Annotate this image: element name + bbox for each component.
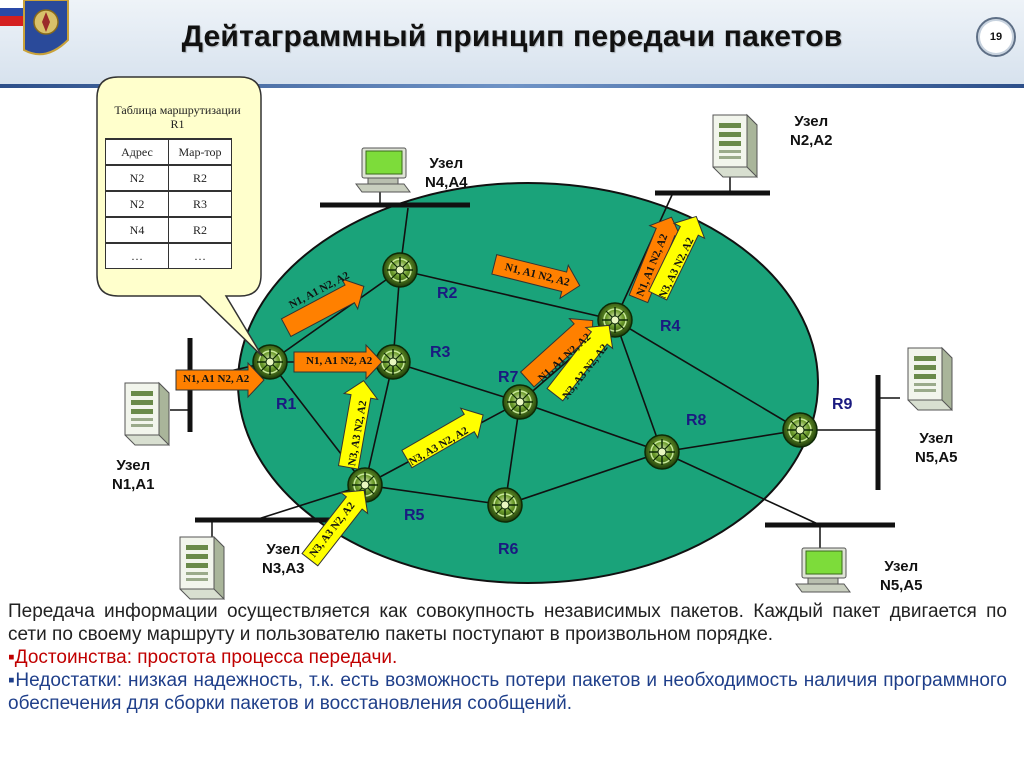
node-label-n5-bottom: Узел N5,A5: [880, 558, 923, 594]
table-header-row: Адрес Мар-тор: [105, 138, 232, 166]
node-label-n5-right: Узел N5,A5: [915, 430, 958, 466]
packet-arrow-r2-r4: [491, 254, 581, 300]
table-cell: N2: [105, 164, 169, 192]
node-label-n4: Узел N4,A4: [425, 155, 468, 191]
node-label-n2: Узел N2,A2: [790, 113, 833, 149]
router-label-r1: R1: [276, 396, 297, 413]
emblem-logo: [0, 0, 69, 56]
router-label-r5: R5: [404, 507, 425, 524]
network-cloud: [237, 182, 819, 584]
router-label-r6: R6: [498, 541, 519, 558]
table-cell: …: [105, 242, 169, 269]
packet-arrow-r1-r2: [280, 277, 365, 338]
router-label-r9: R9: [832, 396, 853, 413]
router-label-r7: R7: [498, 369, 519, 386]
router-label-r2: R2: [437, 285, 458, 302]
packet-arrow-r1-in: [175, 361, 265, 399]
server-icon-n2: [712, 114, 758, 178]
table-cell: R2: [168, 216, 232, 244]
node-label-n1: Узел N1,A1: [112, 457, 155, 493]
table-row: … …: [105, 242, 232, 269]
page-title: Дейтаграммный принцип передачи пакетов: [181, 20, 843, 53]
table-cell: N2: [105, 190, 169, 218]
packet-arrow-r7-r4-yellow: [546, 324, 614, 402]
table-cell: N4: [105, 216, 169, 244]
routing-table-title: Таблица маршрутизации R1: [114, 103, 241, 131]
packet-arrow-r4-n2-yellow: [648, 215, 706, 301]
packet-arrow-r1-r3: [293, 343, 383, 381]
table-row: N2 R3: [105, 190, 232, 218]
network-diagram: [96, 76, 953, 600]
table-row: N2 R2: [105, 164, 232, 192]
packet-arrows: [175, 215, 706, 567]
packet-label: N1, A1 N2, A2: [306, 355, 373, 367]
router-label-r3: R3: [430, 344, 451, 361]
router-icon-r8: [644, 434, 680, 470]
computer-icon-n4: [355, 147, 411, 193]
table-header-cell: Адрес: [105, 138, 169, 166]
table-row: N4 R2: [105, 216, 232, 244]
table-cell: …: [168, 242, 232, 269]
page-number-badge: 19: [976, 17, 1016, 57]
router-icon-r7: [502, 384, 538, 420]
server-icon-n1: [124, 382, 170, 446]
advantages-text: ▪Достоинства: простота процесса передачи…: [8, 647, 398, 668]
router-icon-r9: [782, 412, 818, 448]
server-icon-n3: [179, 536, 225, 600]
packet-arrow-r5-r3: [337, 379, 379, 470]
router-icon-r6: [487, 487, 523, 523]
disadvantages-text: ▪Недостатки: низкая надежность, т.к. ест…: [8, 670, 1007, 714]
server-icon-n5: [907, 347, 953, 411]
packet-arrow-n3-r5: [301, 489, 369, 567]
header-divider: [0, 84, 1024, 88]
router-label-r8: R8: [686, 412, 707, 429]
description-text: Передача информации осуществляется как с…: [8, 600, 1007, 715]
routing-table: Адрес Мар-тор N2 R2 N2 R3 N4 R2 … …: [105, 138, 232, 269]
router-icon-r2: [382, 252, 418, 288]
packet-arrow-r5-r7: [401, 407, 484, 469]
header-bar: [0, 0, 1024, 84]
table-header-cell: Мар-тор: [168, 138, 232, 166]
table-cell: R3: [168, 190, 232, 218]
packet-label: N1, A1 N2, A2: [183, 373, 250, 385]
router-label-r4: R4: [660, 318, 681, 335]
node-label-n3: Узел N3,A3: [262, 541, 305, 577]
table-cell: R2: [168, 164, 232, 192]
description-paragraph: Передача информации осуществляется как с…: [8, 601, 1007, 645]
computer-icon-n5-bottom: [795, 547, 851, 593]
